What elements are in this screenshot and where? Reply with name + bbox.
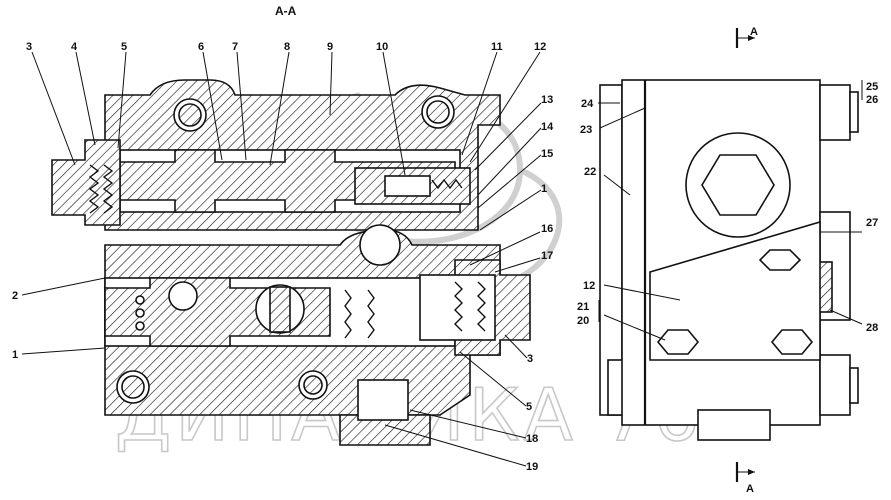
side-bottom-lug	[697, 409, 771, 441]
leader-lines-left	[21, 51, 542, 467]
side-top-fitting-cap	[849, 91, 859, 133]
side-top-fitting	[819, 84, 851, 141]
callout-label: 12	[534, 41, 546, 53]
hex-bolt	[770, 329, 814, 355]
callout-label: 3	[26, 41, 32, 53]
callout-label: 24	[581, 98, 594, 110]
hex-bolt	[656, 329, 700, 355]
callout-label: 13	[541, 94, 553, 106]
callout-label: 22	[584, 166, 596, 178]
central-channel	[359, 224, 401, 266]
callout-label: 5	[121, 41, 127, 53]
callout-label: 8	[284, 41, 290, 53]
hex-bolt	[758, 249, 802, 271]
callout-label: 4	[71, 41, 78, 53]
callout-label: 23	[580, 124, 592, 136]
callout-label: 14	[541, 121, 554, 133]
bolt-lower-left-core	[121, 375, 145, 399]
callout-label: 5	[526, 401, 532, 413]
callout-label: 19	[526, 461, 538, 473]
section-mark-top: А	[750, 26, 758, 38]
section-mark-bottom: А	[746, 483, 754, 495]
callout-label: 28	[866, 322, 878, 334]
spool-web	[269, 286, 291, 333]
callout-label: 18	[526, 433, 538, 445]
callout-label: 11	[491, 41, 503, 53]
spool-hole	[135, 321, 145, 331]
callout-label: 25	[866, 81, 878, 93]
callout-label: 12	[583, 280, 595, 292]
callout-label: 15	[541, 148, 553, 160]
callout-label: 10	[376, 41, 388, 53]
callout-label: 7	[232, 41, 238, 53]
callout-label: 6	[198, 41, 204, 53]
spring-lower-right	[454, 281, 486, 332]
callout-label: 27	[866, 217, 878, 229]
callout-label: 20	[577, 315, 589, 327]
callout-label: 9	[327, 41, 333, 53]
callout-label: 2	[12, 290, 18, 302]
bolt-lower-mid-core	[303, 375, 323, 395]
side-bottom-fitting-cap	[849, 367, 859, 404]
callout-label: 3	[527, 353, 533, 365]
callout-label: 16	[541, 223, 553, 235]
side-bottom-fitting	[819, 354, 851, 416]
callout-labels-left: 3 4 5 6 7 8 9 10 11 12 13 14 15 1 16 17 …	[12, 41, 554, 473]
callout-label: 21	[577, 301, 589, 313]
callout-label: 1	[12, 349, 18, 361]
left-cap	[51, 139, 121, 226]
callout-label: 1	[541, 183, 547, 195]
spool-port	[168, 281, 198, 311]
spring-left-top	[88, 164, 114, 214]
spool-hole	[135, 295, 145, 305]
spring-check	[431, 178, 463, 190]
leader-lines-right	[598, 80, 863, 341]
spring-lower-middle	[344, 289, 375, 339]
callout-labels-right: 24 23 22 25 26 27 12 21 20 28	[577, 81, 878, 334]
bolt-upper-right-core	[426, 100, 450, 124]
port-bore	[357, 379, 409, 421]
check-valve-poppet	[384, 175, 431, 197]
bolt-upper-left-core	[178, 103, 202, 127]
spool-hole	[135, 308, 145, 318]
hex-plug-large	[701, 154, 775, 216]
section-view	[51, 79, 531, 446]
callout-label: 26	[866, 94, 878, 106]
side-view: А А	[599, 26, 859, 495]
section-title: А-А	[275, 4, 297, 18]
callout-label: 17	[541, 250, 553, 262]
